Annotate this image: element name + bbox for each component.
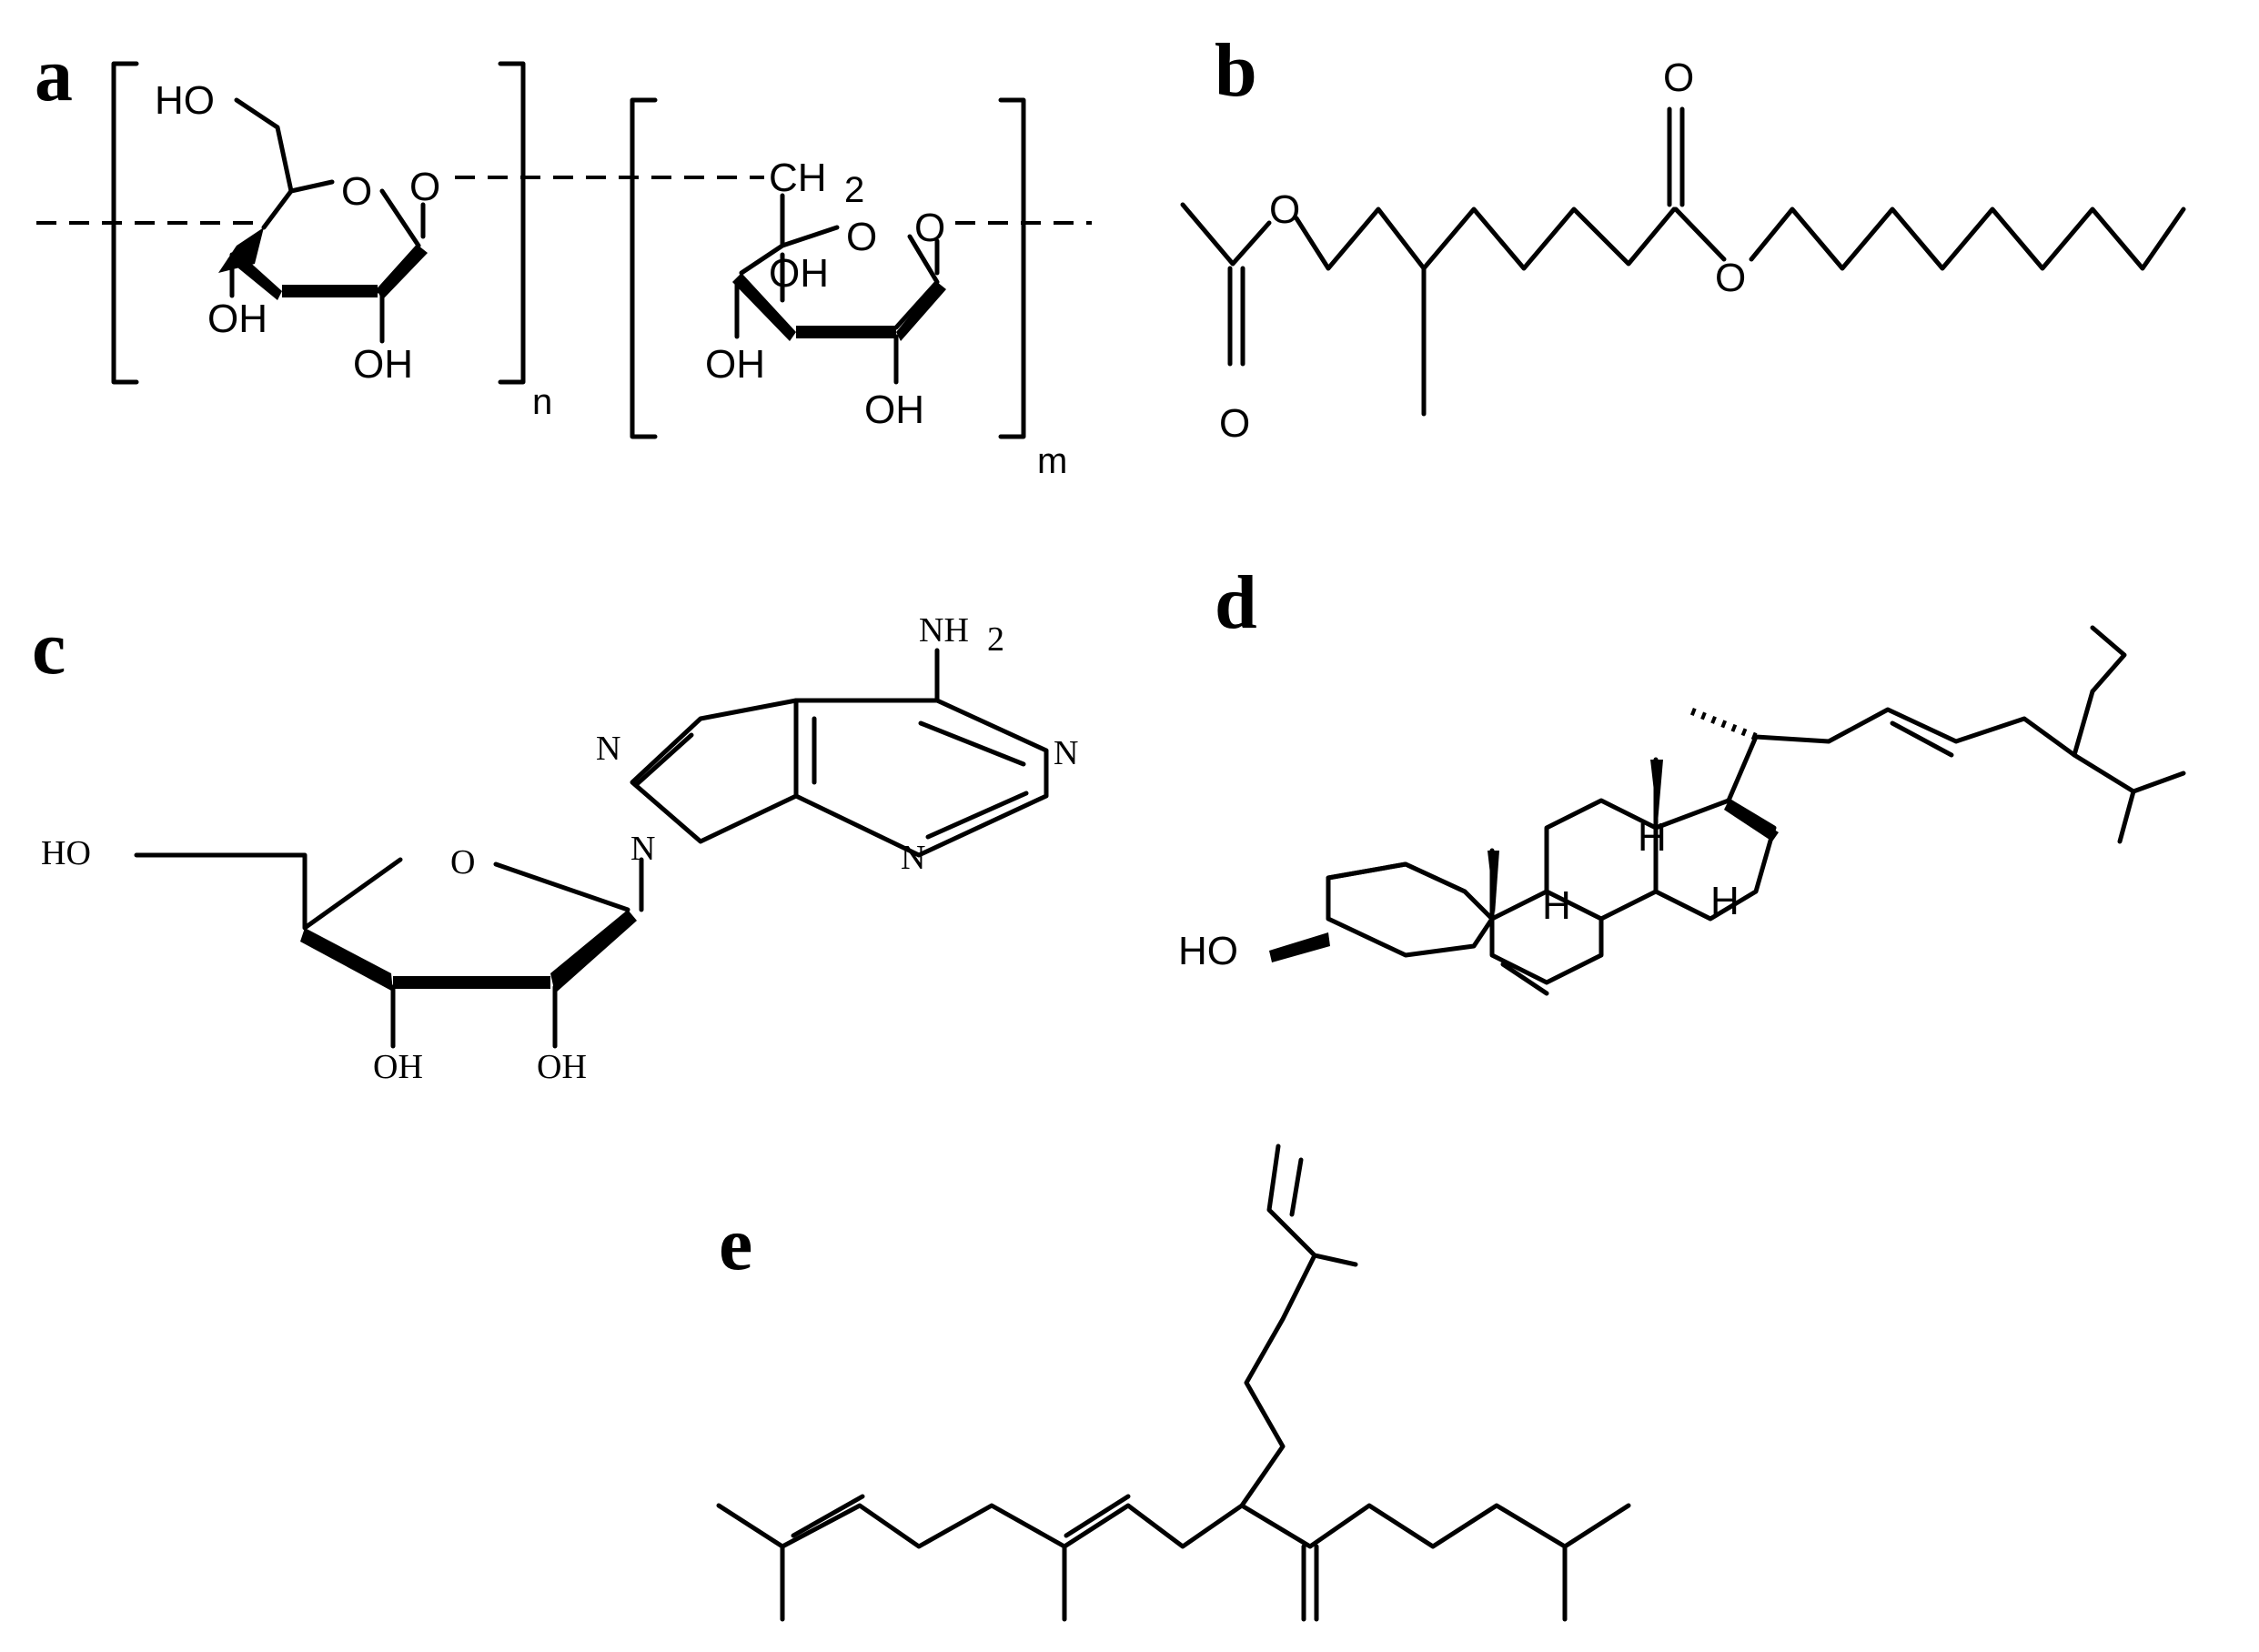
c-purine-dbl2 (925, 791, 1029, 840)
c-n3-label: N (901, 839, 925, 877)
panel-d: d HO H H H (1178, 560, 2186, 996)
d-h3-label: H (1710, 879, 1740, 923)
bracket-left-2 (630, 97, 658, 439)
ring2-o-label: O (846, 215, 877, 259)
panel-b-letter: b (1215, 28, 1257, 113)
ring1-oh1-label: OH (207, 297, 267, 341)
e-dbl-2 (1064, 1494, 1131, 1538)
e-exo-methylene (1301, 1544, 1319, 1622)
c-wedge-left (300, 928, 393, 992)
panel-e-letter: e (719, 1202, 752, 1286)
acetyl-carbonyl (1227, 266, 1245, 367)
b-o2-label: O (1269, 187, 1300, 232)
c-purine-dbl1 (918, 720, 1026, 767)
d-ho-wedge (1269, 932, 1330, 962)
panel-c: c NH 2 N N N N HO O OH OH (32, 606, 1078, 1086)
ch2oh-bond (234, 97, 294, 194)
d-c17-wedge (1724, 801, 1779, 841)
c-nh2-label: NH (919, 611, 969, 650)
ring2-oh4-label: OH (705, 342, 765, 387)
d-ring-c (1544, 798, 1659, 922)
ring1-wedge-a (227, 250, 282, 300)
c-oh1-label: OH (373, 1048, 423, 1086)
e-main-chain (716, 1503, 1631, 1549)
c-oh2-label: OH (537, 1048, 587, 1086)
d-side-chain (1726, 689, 2095, 803)
c-n1-label: N (596, 730, 620, 768)
e-branch (1239, 1143, 1358, 1508)
d-ring-a-top (1326, 861, 1467, 894)
panel-c-letter: c (32, 606, 66, 690)
d-ho-label: HO (1178, 929, 1238, 973)
d-h2-label: H (1638, 815, 1667, 860)
d-side-chain-end (2072, 625, 2186, 844)
b-o3-label: O (1663, 55, 1694, 100)
e-dbl-1 (791, 1494, 865, 1538)
c-o-ring-label: O (450, 843, 475, 881)
c-n2-label: N (1054, 734, 1078, 772)
panel-d-letter: d (1215, 560, 1257, 645)
c-nh2-subscript: 2 (987, 620, 1004, 659)
d-ring-a (1326, 861, 1495, 958)
c-ho-label: HO (41, 834, 91, 872)
panel-b: b O O O O (1180, 28, 2186, 446)
e-vinyl-dbl (1289, 1157, 1304, 1217)
acetyl-bonds (1180, 202, 1272, 267)
ho-top-label: HO (155, 78, 215, 123)
ring2-oh3-label: OH (769, 251, 829, 296)
c-purine-5ring (630, 698, 799, 844)
ring1-oh2-label: OH (353, 342, 413, 387)
panel-a-letter: a (35, 33, 73, 117)
c-purine-6ring (793, 648, 1049, 858)
ring1-o-label: O (341, 169, 372, 214)
b-chain-main (1294, 206, 1677, 271)
b-ester-carbonyl (1667, 106, 1685, 207)
ch2-label: CH (769, 156, 827, 200)
panel-a: a n m HO O O OH OH CH 2 O O (35, 33, 1092, 481)
b-o1-label: O (1219, 401, 1250, 446)
bracket-right-1 (498, 61, 526, 385)
d-ring-d (1653, 798, 1777, 922)
c-wedge-right (550, 910, 637, 993)
panel-e: e (716, 1143, 1631, 1622)
link1-o-label: O (409, 165, 440, 209)
subscript-m: m (1037, 441, 1067, 481)
c-ch2oh-bonds (134, 852, 403, 931)
d-ring-b-dbl (1500, 962, 1549, 996)
ring2-wedge-a (732, 273, 796, 341)
link2-o-label: O (914, 206, 945, 250)
d-h1-label: H (1542, 883, 1571, 928)
d-side-chain-dbl (1890, 720, 1954, 758)
d-methyl-2-wedge (1650, 760, 1663, 823)
c-ring-o-bond (493, 861, 630, 912)
d-methyl-1-wedge (1488, 851, 1499, 914)
ch2-subscript: 2 (844, 170, 864, 210)
b-chain-ester (1673, 206, 2186, 271)
b-o4-label: O (1715, 256, 1746, 300)
bracket-right-2 (998, 97, 1026, 439)
subscript-n: n (532, 382, 552, 422)
d-hashed-methyl (1686, 706, 1758, 740)
c-imidazole-dbl (634, 732, 694, 787)
ring2-wedge-b (896, 282, 946, 341)
ring1-wedge-b (378, 246, 428, 300)
ring2-oh5-label: OH (864, 388, 924, 432)
